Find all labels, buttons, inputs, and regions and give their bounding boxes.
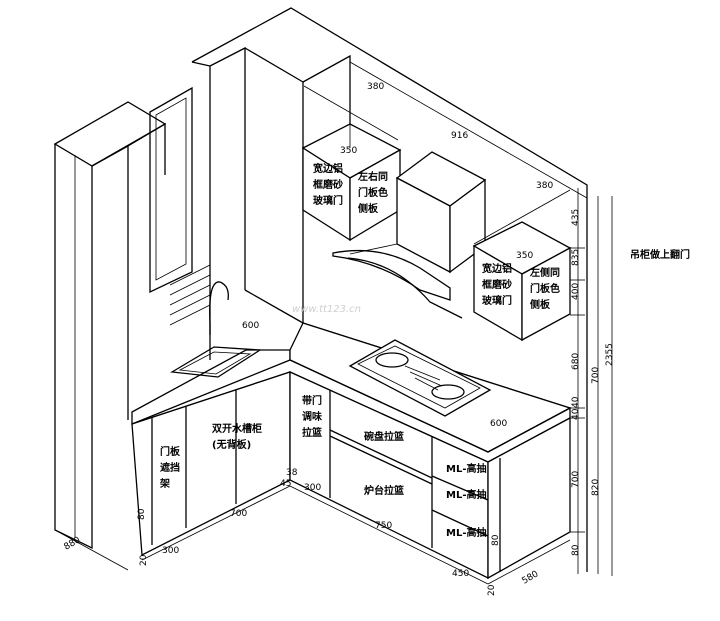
dim-v4: 680 <box>571 353 581 370</box>
wall-cabinet-note: 吊柜做上翻门 <box>630 248 690 261</box>
dim-bottom-300b: 300 <box>304 483 321 493</box>
dim-corner-38: 38 <box>286 468 298 478</box>
sink-cabinet-label-1: 双开水槽柜 <box>212 422 262 435</box>
wall-cab-right-side-3: 侧板 <box>530 298 551 311</box>
wall-cab-right-side-1: 左侧同 <box>529 266 560 279</box>
dim-right-plinth: 80 <box>491 534 501 546</box>
wall-cabinet-left: 宽边铝 框磨砂 玻璃门 左右同 门板色 侧板 <box>301 123 402 242</box>
dim-wall-cab-depth-right: 350 <box>516 251 533 261</box>
dim-bottom-300a: 300 <box>162 546 179 556</box>
dim-v7: 40 <box>571 408 581 420</box>
dim-bottom-700: 700 <box>230 509 247 519</box>
dim-bottom-20b: 20 <box>487 584 497 596</box>
dim-v6: 40 <box>571 396 581 408</box>
drawer-label-1: ML-高抽 <box>446 462 486 475</box>
window <box>149 86 211 326</box>
wall-cabinet-right: 宽边铝 框磨砂 玻璃门 左侧同 门板色 侧板 <box>472 221 572 342</box>
drawer-label-2: ML-高抽 <box>446 488 486 501</box>
dim-v1: 435 <box>571 209 581 226</box>
dim-bottom-left-depth: 880 <box>63 535 83 552</box>
sink-cabinet-label-2: (无背板) <box>212 438 251 451</box>
dim-sink-depth: 600 <box>242 321 259 331</box>
dim-v8: 700 <box>571 471 581 488</box>
dim-v5: 700 <box>591 367 601 384</box>
dim-wall-cab-w1: 380 <box>367 82 384 92</box>
dim-v9: 820 <box>591 479 601 496</box>
wall-cab-left-side-3: 侧板 <box>358 202 379 215</box>
wall-cab-left-label-2: 框磨砂 <box>313 178 343 191</box>
dim-wall-cab-depth-left: 350 <box>340 146 357 156</box>
dim-bottom-750: 750 <box>375 521 392 531</box>
wall-cab-left-side-2: 门板色 <box>358 186 388 199</box>
wall-cab-right-side-2: 门板色 <box>530 282 560 295</box>
base-cabinets-right: 带门 调味 拉篮 碗盘拉篮 炉台拉篮 ML-高抽 ML-高抽 ML-高抽 <box>289 370 571 580</box>
door-closing-label-1: 门板 <box>160 445 181 458</box>
dim-top-width: 916 <box>451 131 468 141</box>
stove-pullout-label: 炉台拉篮 <box>364 484 404 497</box>
dim-bottom-450: 450 <box>452 569 469 579</box>
wall-cab-left-label-3: 玻璃门 <box>313 194 343 207</box>
dim-bottom-20a: 20 <box>139 554 149 566</box>
dim-corner-45: 45 <box>280 479 291 489</box>
wall-cab-right-label-1: 宽边铝 <box>481 262 512 275</box>
seasoning-label-1: 带门 <box>302 394 322 407</box>
tall-pantry <box>53 101 167 550</box>
wall-cab-left-label-1: 宽边铝 <box>312 162 343 175</box>
door-closing-label-2: 遮挡 <box>160 461 180 474</box>
dim-left-plinth: 80 <box>137 508 147 520</box>
base-cabinets-left: 门板 遮挡 架 双开水槽柜 (无背板) <box>131 371 291 557</box>
seasoning-label-3: 拉篮 <box>302 426 322 439</box>
dim-wall-cab-w2: 380 <box>536 181 553 191</box>
drawer-label-3: ML-高抽 <box>446 526 486 539</box>
range-hood <box>332 151 487 319</box>
wall-cab-left-side-1: 左右同 <box>357 170 388 183</box>
dim-v3: 400 <box>571 283 581 300</box>
wall-cab-right-label-2: 框磨砂 <box>482 278 512 291</box>
dish-pullout-label: 碗盘拉篮 <box>364 430 404 443</box>
door-closing-label-3: 架 <box>159 477 170 490</box>
wall-cab-right-label-3: 玻璃门 <box>482 294 512 307</box>
sink <box>169 281 263 378</box>
watermark: www.tt123.cn <box>292 304 361 315</box>
dim-bottom-580: 580 <box>521 569 541 586</box>
gas-stove <box>348 339 492 417</box>
dimension-lines <box>54 56 613 585</box>
dim-total-height: 2355 <box>605 343 615 366</box>
seasoning-label-2: 调味 <box>302 410 322 423</box>
dim-plinth: 80 <box>571 544 581 556</box>
dim-v2: 835 <box>571 249 581 266</box>
dim-counter-depth: 600 <box>490 419 507 429</box>
